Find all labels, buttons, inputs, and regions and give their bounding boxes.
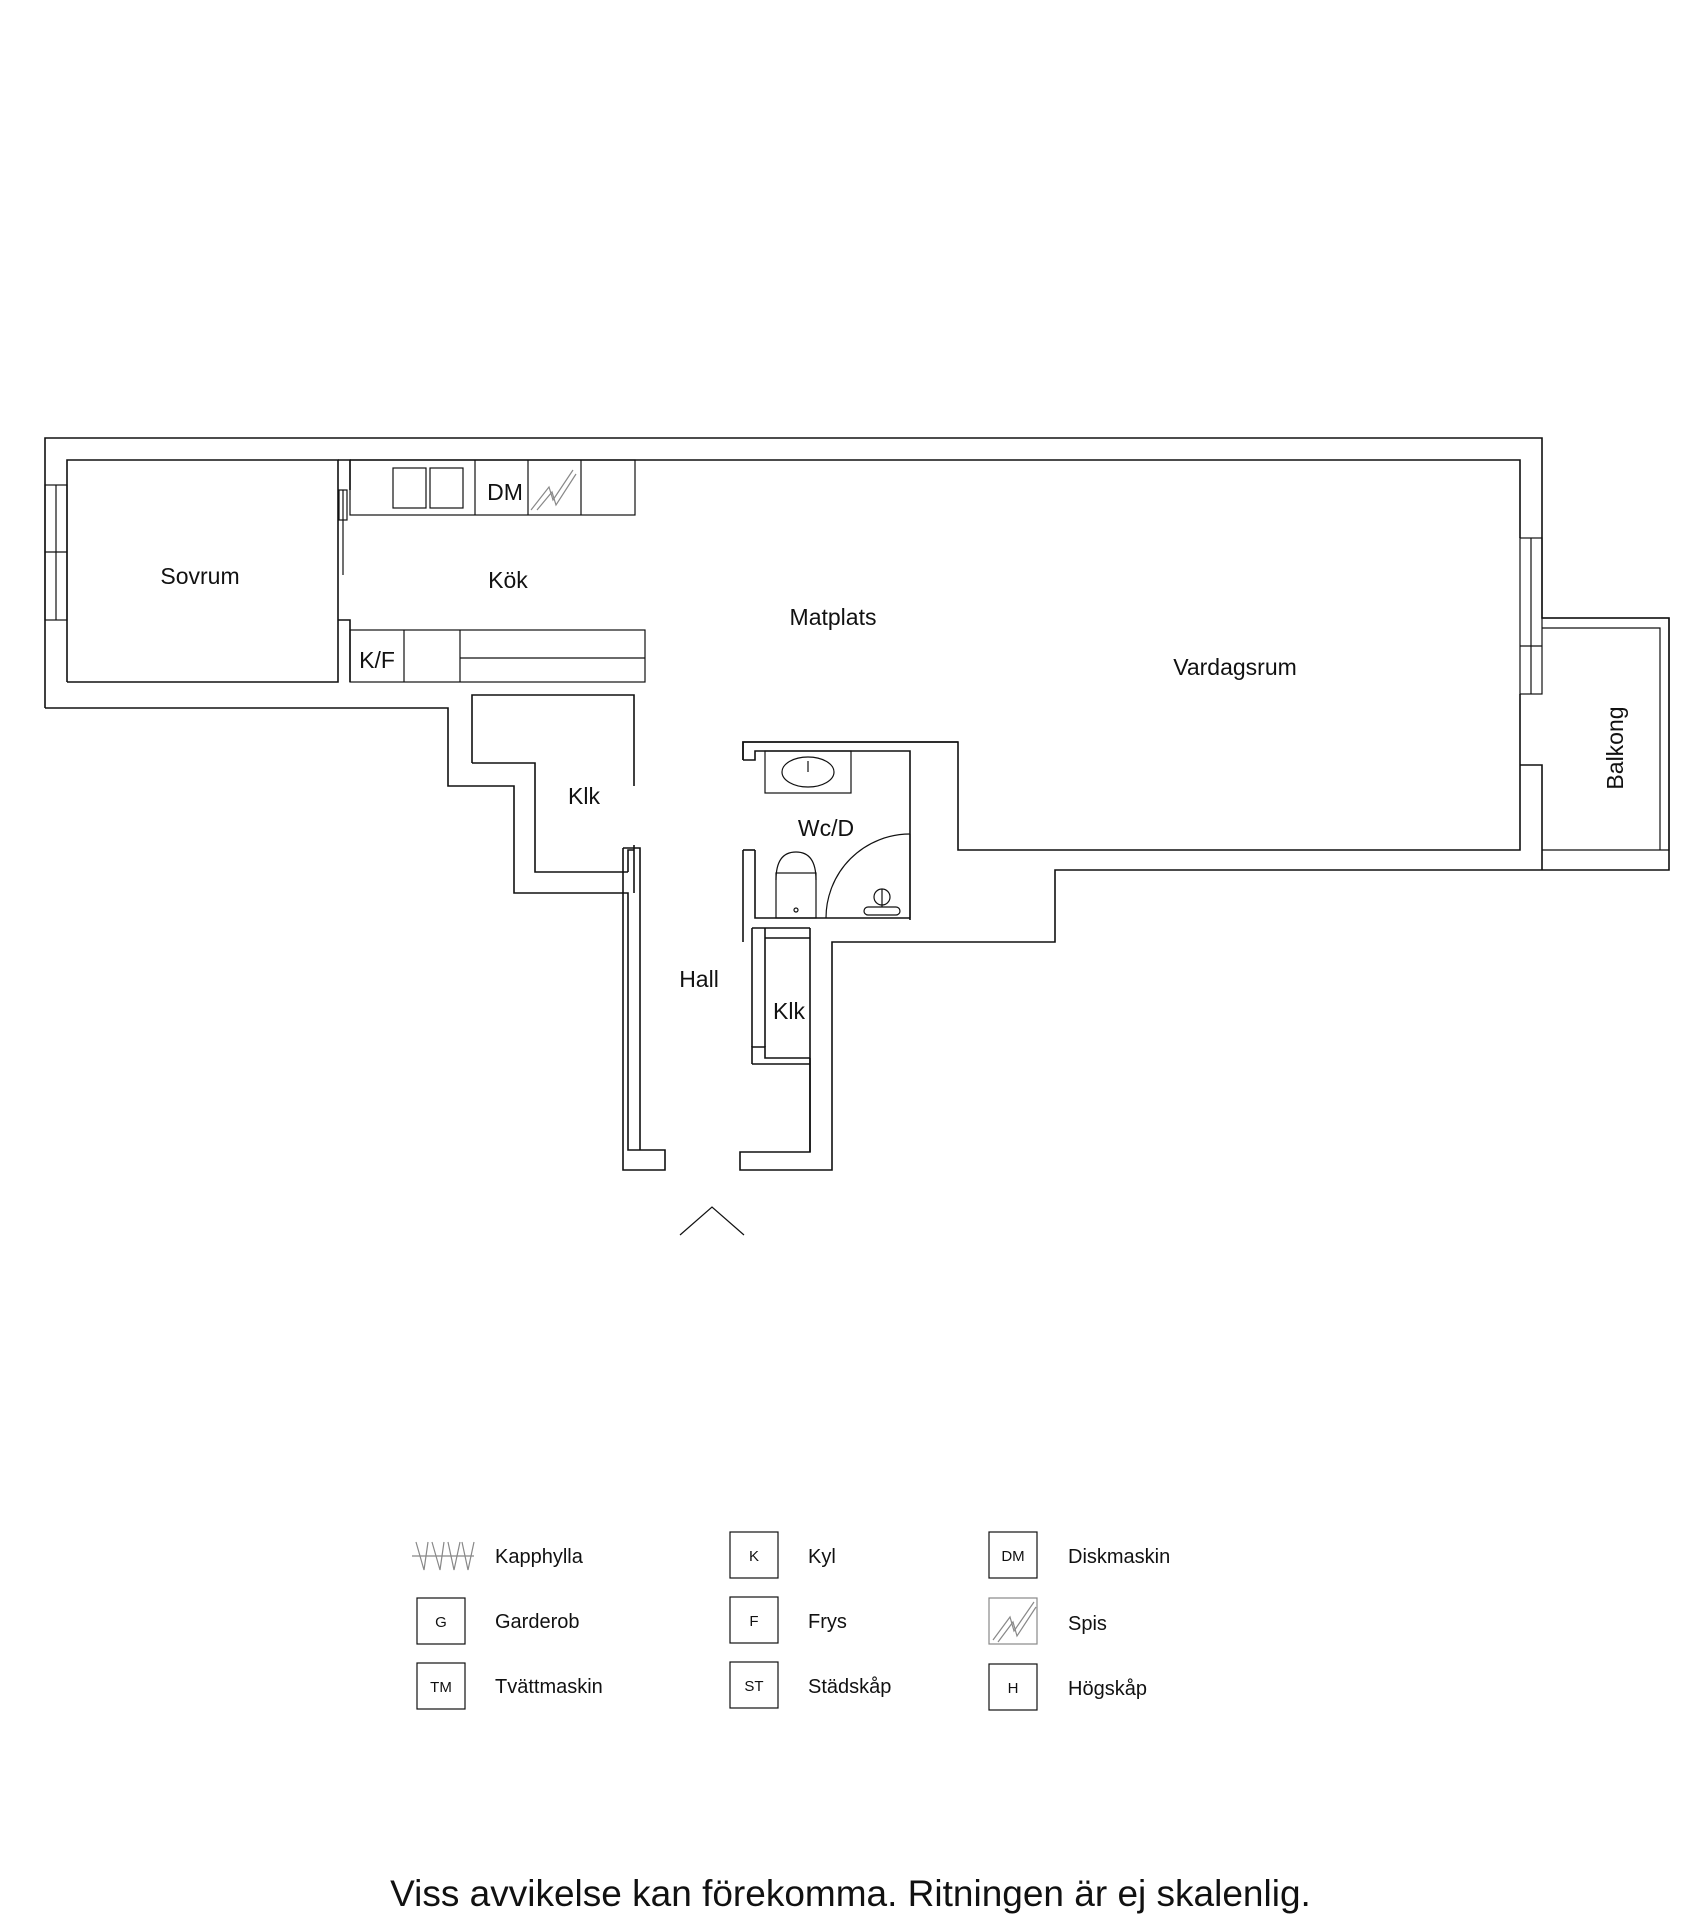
fridge-freezer-label: K/F xyxy=(359,647,395,673)
wc-walls xyxy=(742,741,958,1065)
legend-item-hogskap: H Högskåp xyxy=(988,1663,1147,1711)
fixture-labels: DM K/F xyxy=(359,479,523,673)
stove-icon xyxy=(988,1597,1038,1645)
legend-item-kyl: K Kyl xyxy=(729,1531,836,1579)
legend-label-diskmaskin: Diskmaskin xyxy=(1068,1546,1170,1568)
dishwasher-label: DM xyxy=(487,479,523,505)
balcony-door xyxy=(1519,537,1670,851)
legend-label-tvattmaskin: Tvättmaskin xyxy=(495,1676,603,1698)
disclaimer-text: Viss avvikelse kan förekomma. Ritningen … xyxy=(390,1873,1311,1914)
room-label-sovrum: Sovrum xyxy=(160,563,239,589)
legend-label-stadskap: Städskåp xyxy=(808,1676,891,1698)
room-label-wc: Wc/D xyxy=(798,815,854,841)
legend-label-hogskap: Högskåp xyxy=(1068,1678,1147,1700)
legend-code-hogskap: H xyxy=(1008,1680,1019,1697)
room-label-balkong: Balkong xyxy=(1602,706,1628,789)
legend-label-garderob: Garderob xyxy=(495,1611,580,1633)
legend-item-stadskap: ST Städskåp xyxy=(729,1661,891,1709)
entrance-arrow-icon xyxy=(679,1206,745,1236)
legend-code-tvattmaskin: TM xyxy=(430,1679,452,1696)
room-label-vardagsrum: Vardagsrum xyxy=(1173,654,1297,680)
klk-upper-walls xyxy=(471,694,635,893)
wc-fixtures xyxy=(764,750,901,919)
hall-walls xyxy=(623,847,811,1152)
legend-code-diskmaskin: DM xyxy=(1001,1548,1024,1565)
room-label-klk-upper: Klk xyxy=(568,783,600,809)
legend-item-kapphylla: Kapphylla xyxy=(412,1541,584,1571)
room-label-klk-lower: Klk xyxy=(773,998,805,1024)
legend-item-spis: Spis xyxy=(988,1597,1107,1645)
room-label-hall: Hall xyxy=(679,966,719,992)
legend: Kapphylla G Garderob TM Tvättmaskin K Ky… xyxy=(412,1531,1170,1711)
legend-item-tvattmaskin: TM Tvättmaskin xyxy=(416,1662,603,1710)
legend-label-kapphylla: Kapphylla xyxy=(495,1546,584,1568)
coat-rack-icon xyxy=(412,1541,475,1571)
room-label-matplats: Matplats xyxy=(790,604,877,630)
legend-code-garderob: G xyxy=(435,1614,447,1631)
stove-icon xyxy=(530,469,577,511)
room-label-kok: Kök xyxy=(488,567,528,593)
legend-label-spis: Spis xyxy=(1068,1613,1107,1635)
legend-code-kyl: K xyxy=(749,1548,759,1565)
sovrum-windows xyxy=(44,484,68,621)
legend-item-frys: F Frys xyxy=(729,1596,847,1644)
outer-walls xyxy=(44,437,1670,1171)
legend-code-stadskap: ST xyxy=(744,1678,763,1695)
room-labels: Sovrum Kök Matplats Vardagsrum Balkong K… xyxy=(160,563,1628,1024)
legend-code-frys: F xyxy=(749,1613,758,1630)
legend-label-kyl: Kyl xyxy=(808,1546,836,1568)
legend-item-garderob: G Garderob xyxy=(416,1597,580,1645)
legend-item-diskmaskin: DM Diskmaskin xyxy=(988,1531,1170,1579)
legend-label-frys: Frys xyxy=(808,1611,847,1633)
partition-walls xyxy=(338,459,646,683)
kitchen-sink xyxy=(392,467,464,509)
